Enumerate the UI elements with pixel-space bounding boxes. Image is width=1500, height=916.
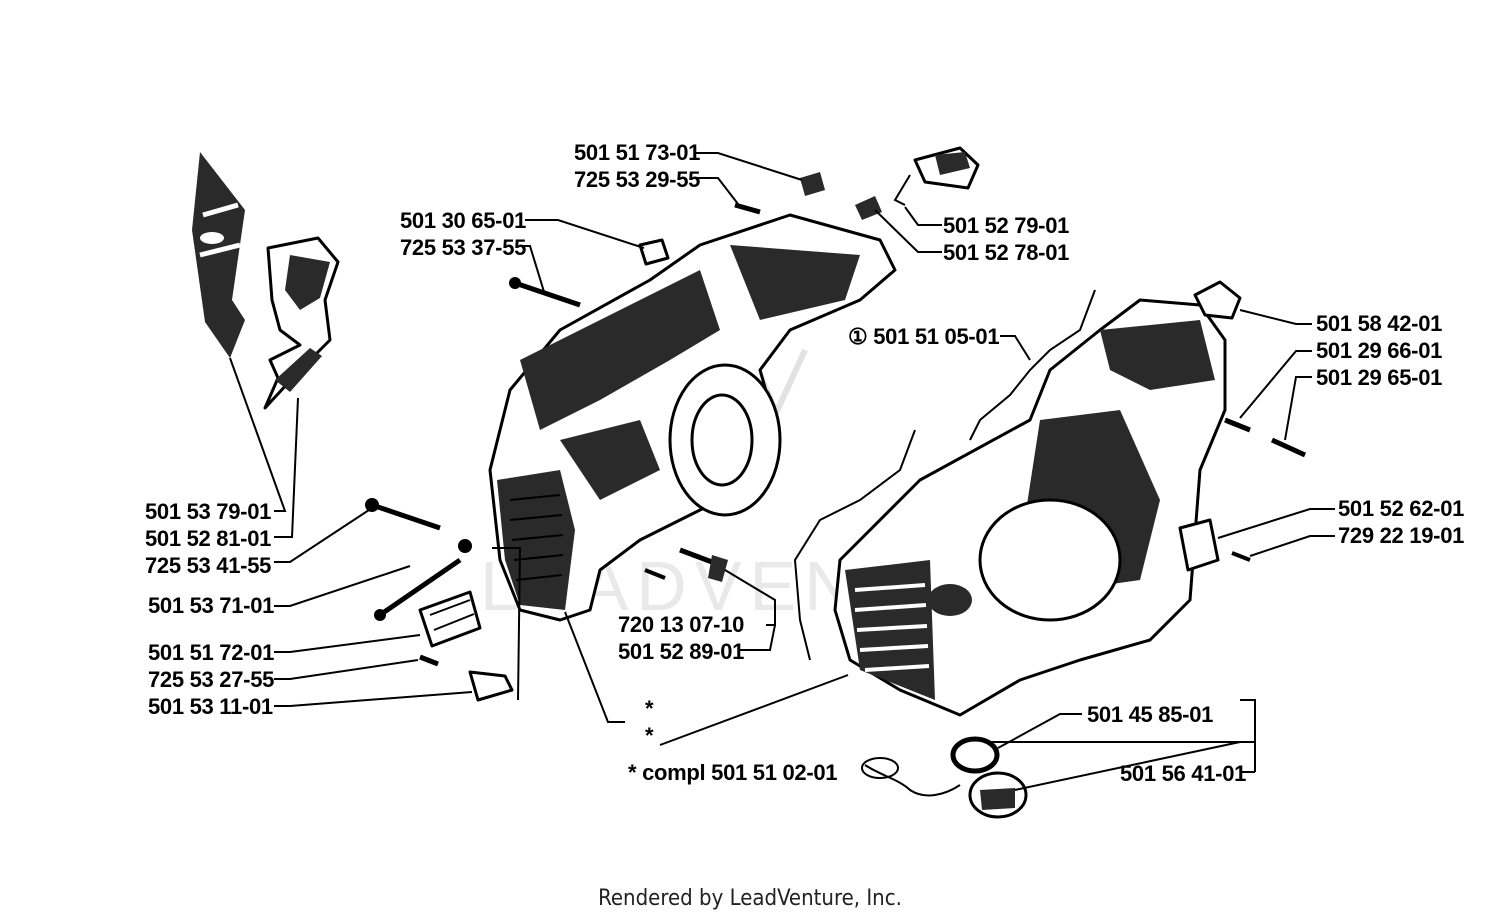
label-501-52-62-01: 501 52 62-01 [1338,496,1464,521]
label-501-52-78-01: 501 52 78-01 [943,240,1069,265]
clip-501-53-11-01 [468,670,514,702]
screw-725-53-29-55 [734,202,761,215]
bolt-725-53-41-55 [365,498,441,531]
label-501-53-11-01: 501 53 11-01 [148,694,273,719]
screws-501-29 [1224,417,1307,458]
label-501-53-79-01: 501 53 79-01 [145,499,271,524]
label-725-53-29-55: 725 53 29-55 [574,167,700,192]
label-star-1: * [645,696,654,721]
label-501-52-81-01: 501 52 81-01 [145,526,271,551]
bolt-725-53-37-55 [509,277,581,308]
bushing-501-30-65-01 [638,238,670,266]
label-725-53-37-55: 725 53 37-55 [400,235,526,260]
label-501-53-71-01: 501 53 71-01 [148,593,274,618]
label-compl-note: * compl 501 51 02-01 [628,760,837,785]
chain-guard-plate [192,152,245,358]
chain-guard-bracket [263,236,340,410]
bolt-501-53-71-01 [374,539,472,621]
label-501-58-42-01: 501 58 42-01 [1316,311,1442,336]
label-501-29-66-01: 501 29 66-01 [1316,338,1442,363]
screw-720-13-07-10 [679,547,728,582]
label-729-22-19-01: 729 22 19-01 [1338,523,1464,548]
nut-501-51-73-01 [800,172,825,196]
crankcase-left-half [488,213,897,622]
label-501-30-65-01: 501 30 65-01 [400,208,526,233]
footer-credit: Rendered by LeadVenture, Inc. [598,886,902,911]
gasket-501-51-05-01 [969,289,1096,441]
label-501-29-65-01: 501 29 65-01 [1316,365,1442,390]
label-501-56-41-01: 501 56 41-01 [1120,761,1246,786]
handle-insert-501-52-79-01 [893,146,980,206]
cover-501-52-62-01 [1178,518,1251,572]
label-501-45-85-01: 501 45 85-01 [1087,702,1213,727]
label-501-51-05-01: ① 501 51 05-01 [848,324,999,349]
nut-501-52-78-01 [855,196,882,220]
leader-lines [229,152,1335,791]
label-501-51-73-01: 501 51 73-01 [574,140,700,165]
label-501-51-72-01: 501 51 72-01 [148,640,274,665]
label-501-52-89-01: 501 52 89-01 [618,639,744,664]
label-725-53-27-55: 725 53 27-55 [148,667,274,692]
damper-501-51-72-01 [418,590,482,648]
gasket-outline [793,429,916,661]
label-501-52-79-01: 501 52 79-01 [943,213,1069,238]
crankcase-right-half [833,280,1242,717]
oring-and-cap [861,736,1028,819]
screw-725-53-27-55 [419,654,439,667]
label-720-13-07-10: 720 13 07-10 [618,612,744,637]
label-725-53-41-55: 725 53 41-55 [145,553,271,578]
pin-501-52-89-01 [644,568,666,580]
label-star-2: * [645,723,654,748]
part-labels: 501 51 73-01 725 53 29-55 501 52 79-01 5… [145,140,1464,786]
